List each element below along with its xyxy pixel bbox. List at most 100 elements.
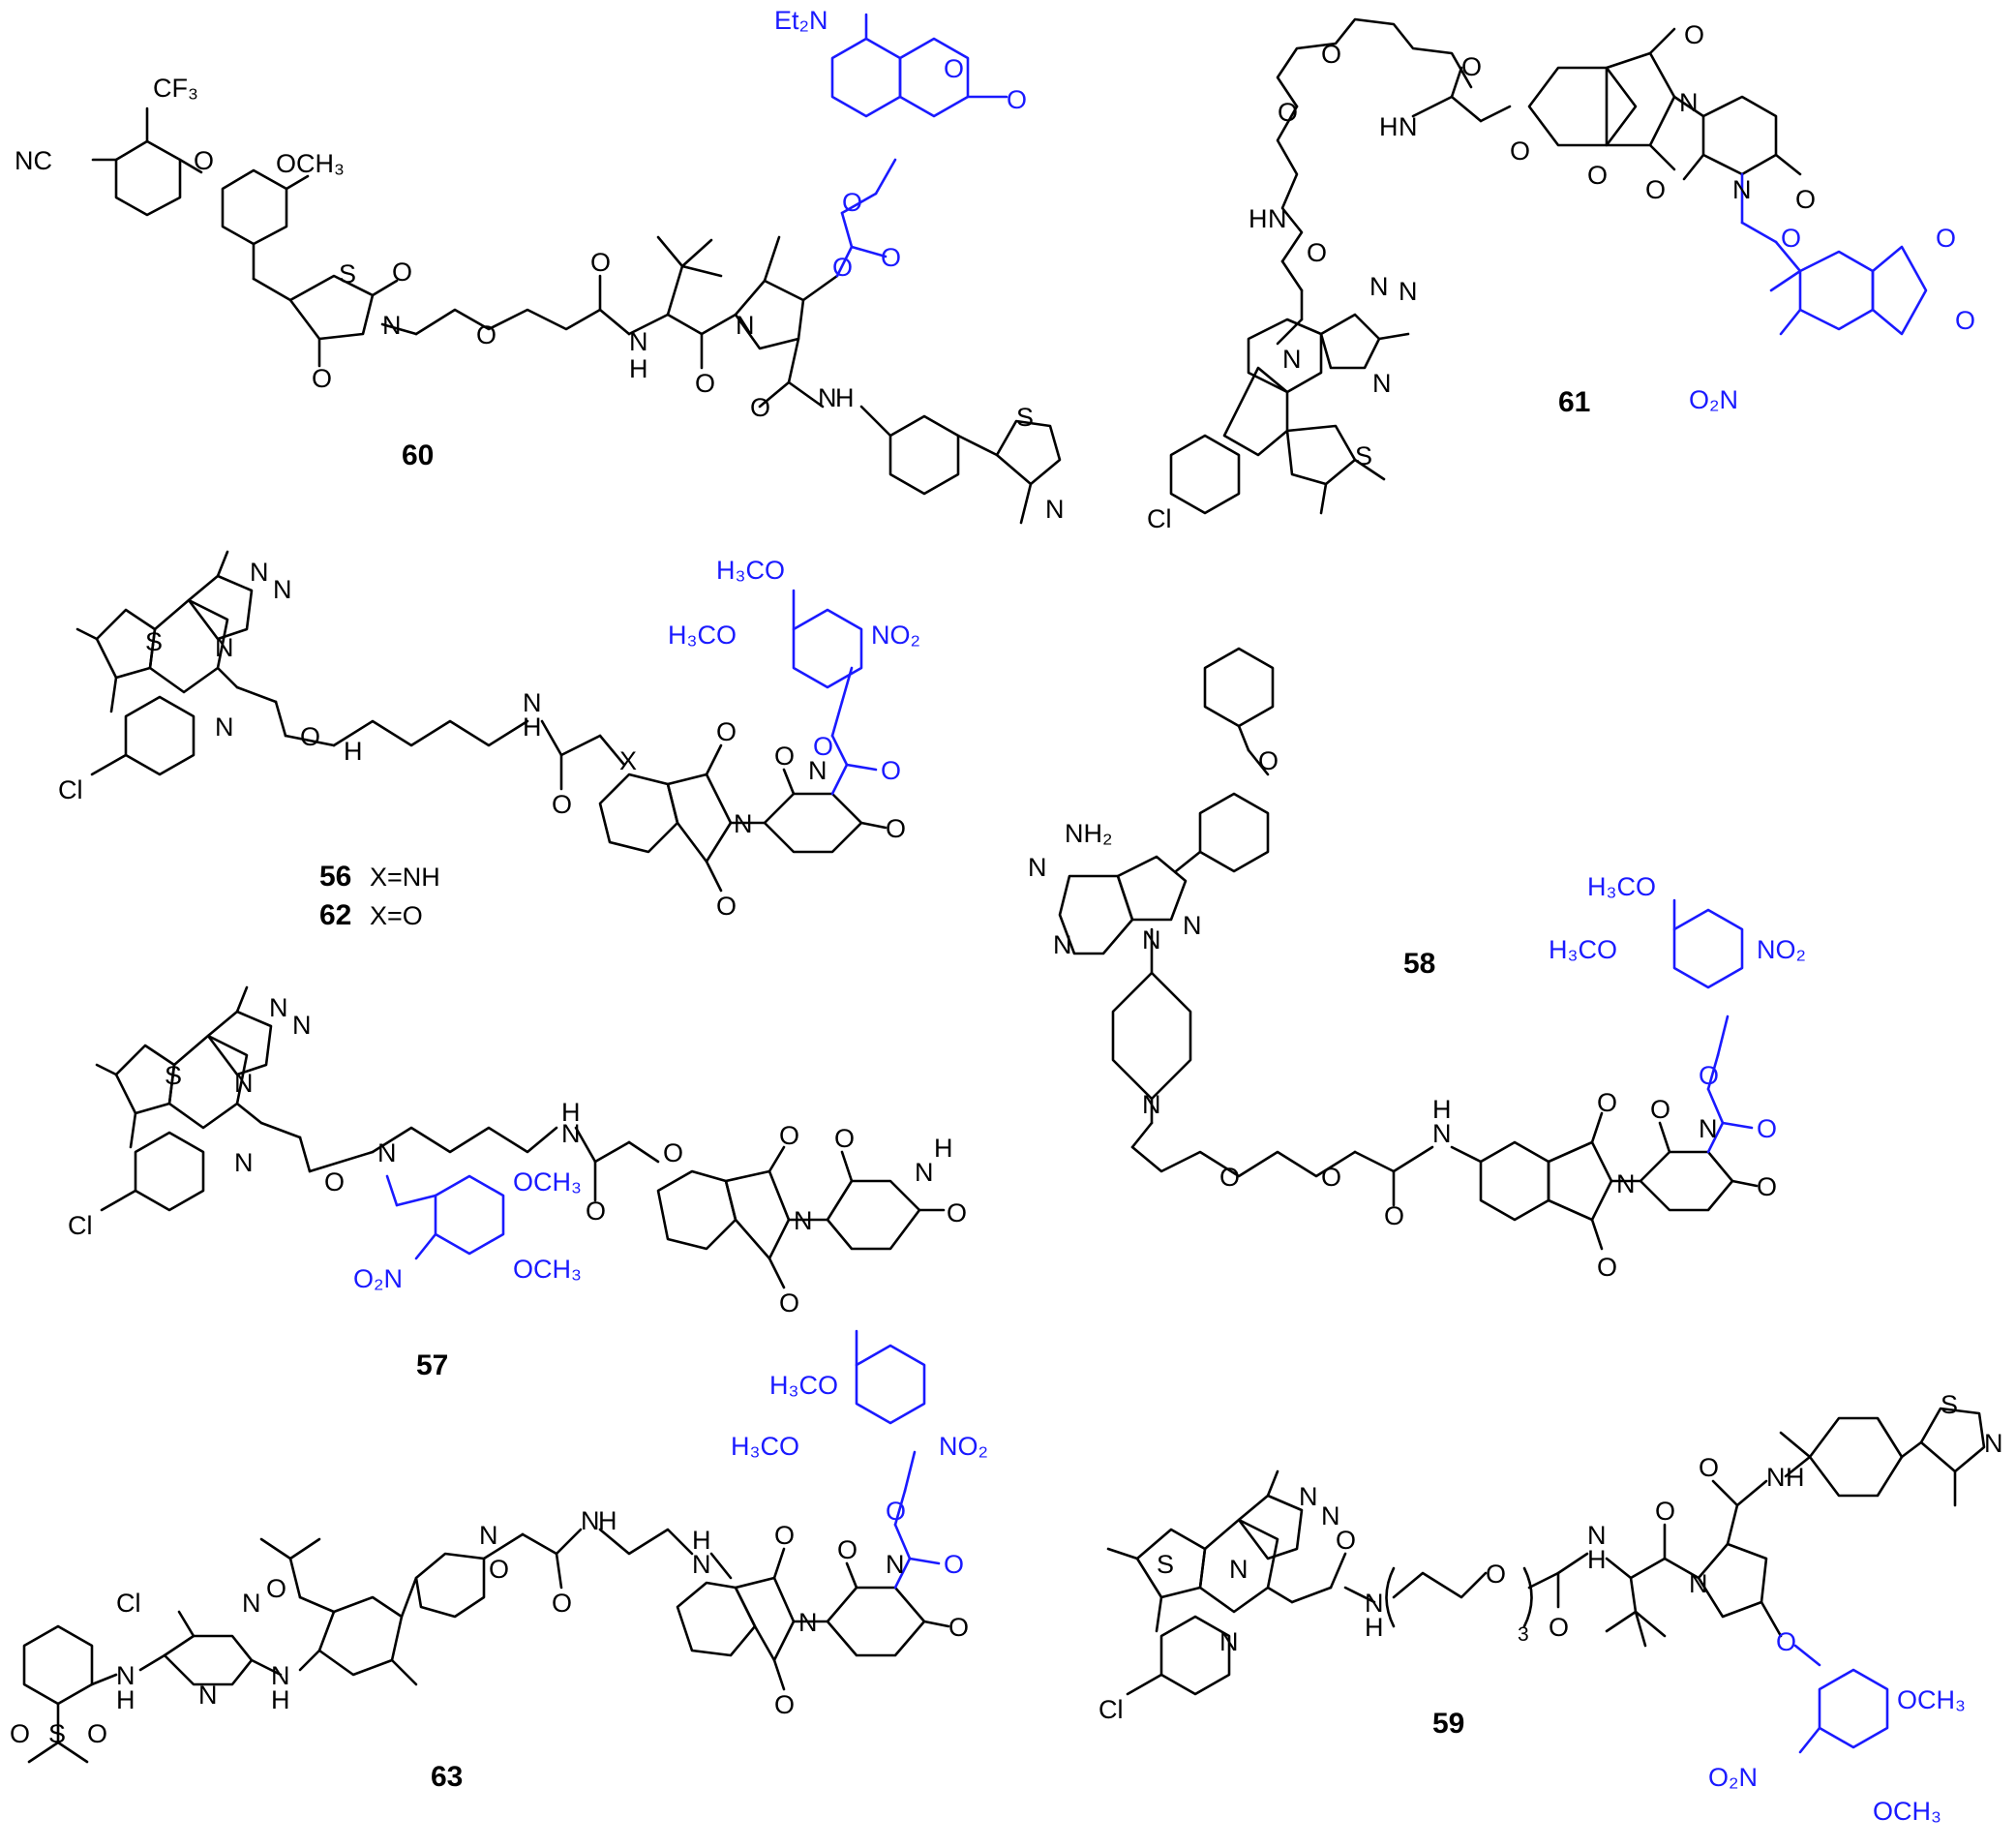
compound-59: S N N N N O N H O 3 O N H O N O N H S N … (1098, 1390, 2003, 1826)
label-o: O (716, 892, 737, 921)
label-n: N (734, 809, 753, 838)
label-n: N (1219, 1627, 1239, 1656)
label-n: N (1984, 1429, 2003, 1458)
label-h: H (271, 1685, 290, 1714)
label-n: N (116, 1661, 135, 1690)
label-o: O (1258, 746, 1279, 775)
label-o: O (1955, 306, 1975, 335)
label-h: H (1365, 1613, 1384, 1642)
label-o: O (1781, 224, 1801, 253)
compound-id: 60 (402, 439, 434, 471)
label-o: O (774, 742, 795, 771)
label-o: O (1597, 1253, 1617, 1282)
label-o: O (944, 54, 964, 83)
label-n: N (234, 1069, 254, 1098)
label-n: N (1142, 1090, 1161, 1119)
compound-61: O O O H N O O N O O N O O O O O₂N H N O … (1147, 17, 1975, 533)
label-n: N (1432, 1119, 1452, 1148)
label-nc: NC (15, 146, 52, 175)
label-n: N (1372, 369, 1392, 398)
label-o: O (1486, 1560, 1506, 1589)
label-n: N (271, 1661, 290, 1690)
label-h: H (1249, 204, 1268, 233)
label-s: S (1941, 1390, 1958, 1419)
label-s: S (1355, 441, 1372, 470)
label-n: N (1365, 1589, 1384, 1618)
label-o2n: O₂N (353, 1264, 403, 1293)
label-x: X (619, 746, 637, 775)
label-n: N (1045, 495, 1065, 524)
label-n: N (1142, 925, 1161, 954)
label-o: O (194, 146, 214, 175)
label-n: N (215, 633, 234, 662)
label-o: O (944, 1550, 964, 1579)
label-o: O (886, 1497, 906, 1526)
label-o: O (837, 1535, 858, 1564)
label-nh2: NH₂ (1065, 819, 1112, 848)
label-h: H (1379, 112, 1399, 141)
label-h3co: H₃CO (769, 1371, 838, 1400)
label-n: N (1369, 272, 1389, 301)
label-o: O (947, 1198, 967, 1227)
label-s: S (165, 1061, 182, 1090)
label-n: N (1399, 112, 1418, 141)
label-o2n: O₂N (1689, 385, 1738, 414)
label-n: N (1766, 1463, 1786, 1492)
label-h: H (1786, 1463, 1805, 1492)
label-o: O (476, 320, 496, 349)
label-n: N (629, 327, 648, 356)
compound-56-62: H₃CO H₃CO NO₂ S N N N O N H N H O X O O … (58, 550, 920, 931)
label-n: N (250, 558, 269, 587)
label-n: H (1587, 1545, 1607, 1574)
label-o: O (1321, 1163, 1341, 1192)
label-n: N (1282, 345, 1302, 374)
label-h: H (934, 1134, 953, 1163)
label-o: O (834, 1124, 855, 1153)
label-n: N (1699, 1114, 1718, 1143)
label-n: N (292, 1011, 312, 1040)
compound-60: Et₂N O O CF₃ NC O OCH₃ S O N O O O N H O… (15, 6, 1065, 525)
label-o: O (1936, 224, 1956, 253)
label-h3co: H₃CO (1549, 935, 1617, 964)
label-n: N (1732, 175, 1752, 204)
label-s: S (145, 627, 163, 656)
label-o: O (1549, 1613, 1569, 1642)
label-h: H (835, 383, 855, 412)
label-s: S (339, 259, 356, 288)
compound-id: 57 (416, 1349, 448, 1381)
label-o: O (87, 1719, 107, 1748)
compound-id: 63 (431, 1761, 463, 1793)
label-h3co: H₃CO (731, 1432, 799, 1461)
label-n: N (523, 688, 542, 717)
label-cf3: CF₃ (153, 74, 198, 103)
label-o: O (1384, 1201, 1404, 1230)
label-n: N (818, 383, 837, 412)
label-o: O (1645, 175, 1666, 204)
label-o: O (948, 1613, 969, 1642)
label-n: N (1299, 1482, 1318, 1511)
label-o: O (10, 1719, 30, 1748)
label-o2n: O₂N (1708, 1763, 1758, 1792)
label-n: N (1268, 204, 1287, 233)
label-n: N (561, 1119, 581, 1148)
label-n: N (1399, 277, 1418, 306)
label-n: N (215, 712, 234, 742)
label-n: N (1183, 911, 1202, 940)
label-cl: Cl (1098, 1695, 1124, 1724)
label-och3: OCH₃ (513, 1255, 582, 1284)
label-o: O (552, 1589, 572, 1618)
label-n: N (794, 1206, 813, 1235)
label-o: O (1510, 136, 1530, 166)
label-s: S (1016, 403, 1034, 432)
label-o: O (392, 258, 412, 287)
label-o: O (832, 253, 853, 282)
label-o: O (750, 393, 770, 422)
label-cl: Cl (58, 775, 83, 804)
compound-note: X=NH (370, 863, 440, 892)
label-och3: OCH₃ (1897, 1685, 1966, 1714)
label-n: N (269, 993, 288, 1022)
label-o: O (1684, 20, 1704, 49)
label-n: N (736, 311, 755, 340)
label-no2: NO₂ (1757, 935, 1806, 964)
